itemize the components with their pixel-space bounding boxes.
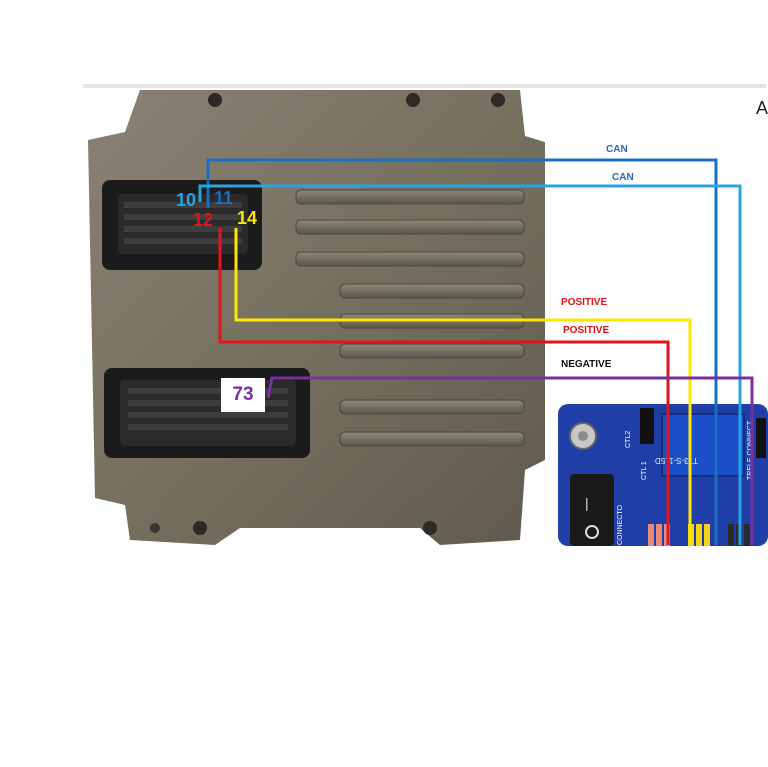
corner-letter: A <box>756 98 768 118</box>
cooling-fins <box>295 189 525 447</box>
can-label-2: CAN <box>612 172 634 183</box>
pin-14-label: 14 <box>237 208 258 228</box>
relay-text: T73-S-115D <box>655 456 698 465</box>
wire-positive-yellow <box>234 228 692 545</box>
pin-11-label: 11 <box>214 188 234 208</box>
wire-can-light <box>198 184 742 545</box>
svg-text:|: | <box>585 495 589 511</box>
can-label-1: CAN <box>606 144 628 155</box>
pin-12-label: 12 <box>193 210 214 230</box>
positive-label-2: POSITIVE <box>561 325 612 336</box>
negative-label: NEGATIVE <box>561 359 612 370</box>
wires <box>198 158 754 545</box>
svg-text:CTL2: CTL2 <box>625 431 632 448</box>
lower-connector <box>104 368 310 458</box>
upper-connector <box>102 180 262 270</box>
power-switch <box>570 474 614 546</box>
pin-10-label: 10 <box>176 190 197 210</box>
wire-positive-red <box>218 228 670 545</box>
svg-text:CONNECTO: CONNECTO <box>617 505 624 545</box>
positive-label-1: POSITIVE <box>561 297 608 308</box>
wire-can-dark <box>206 158 718 545</box>
svg-text:CTL 1: CTL 1 <box>641 461 648 480</box>
pin-73-label: 73 <box>221 378 265 412</box>
wire-negative-purple <box>266 376 754 545</box>
relay <box>661 413 745 477</box>
